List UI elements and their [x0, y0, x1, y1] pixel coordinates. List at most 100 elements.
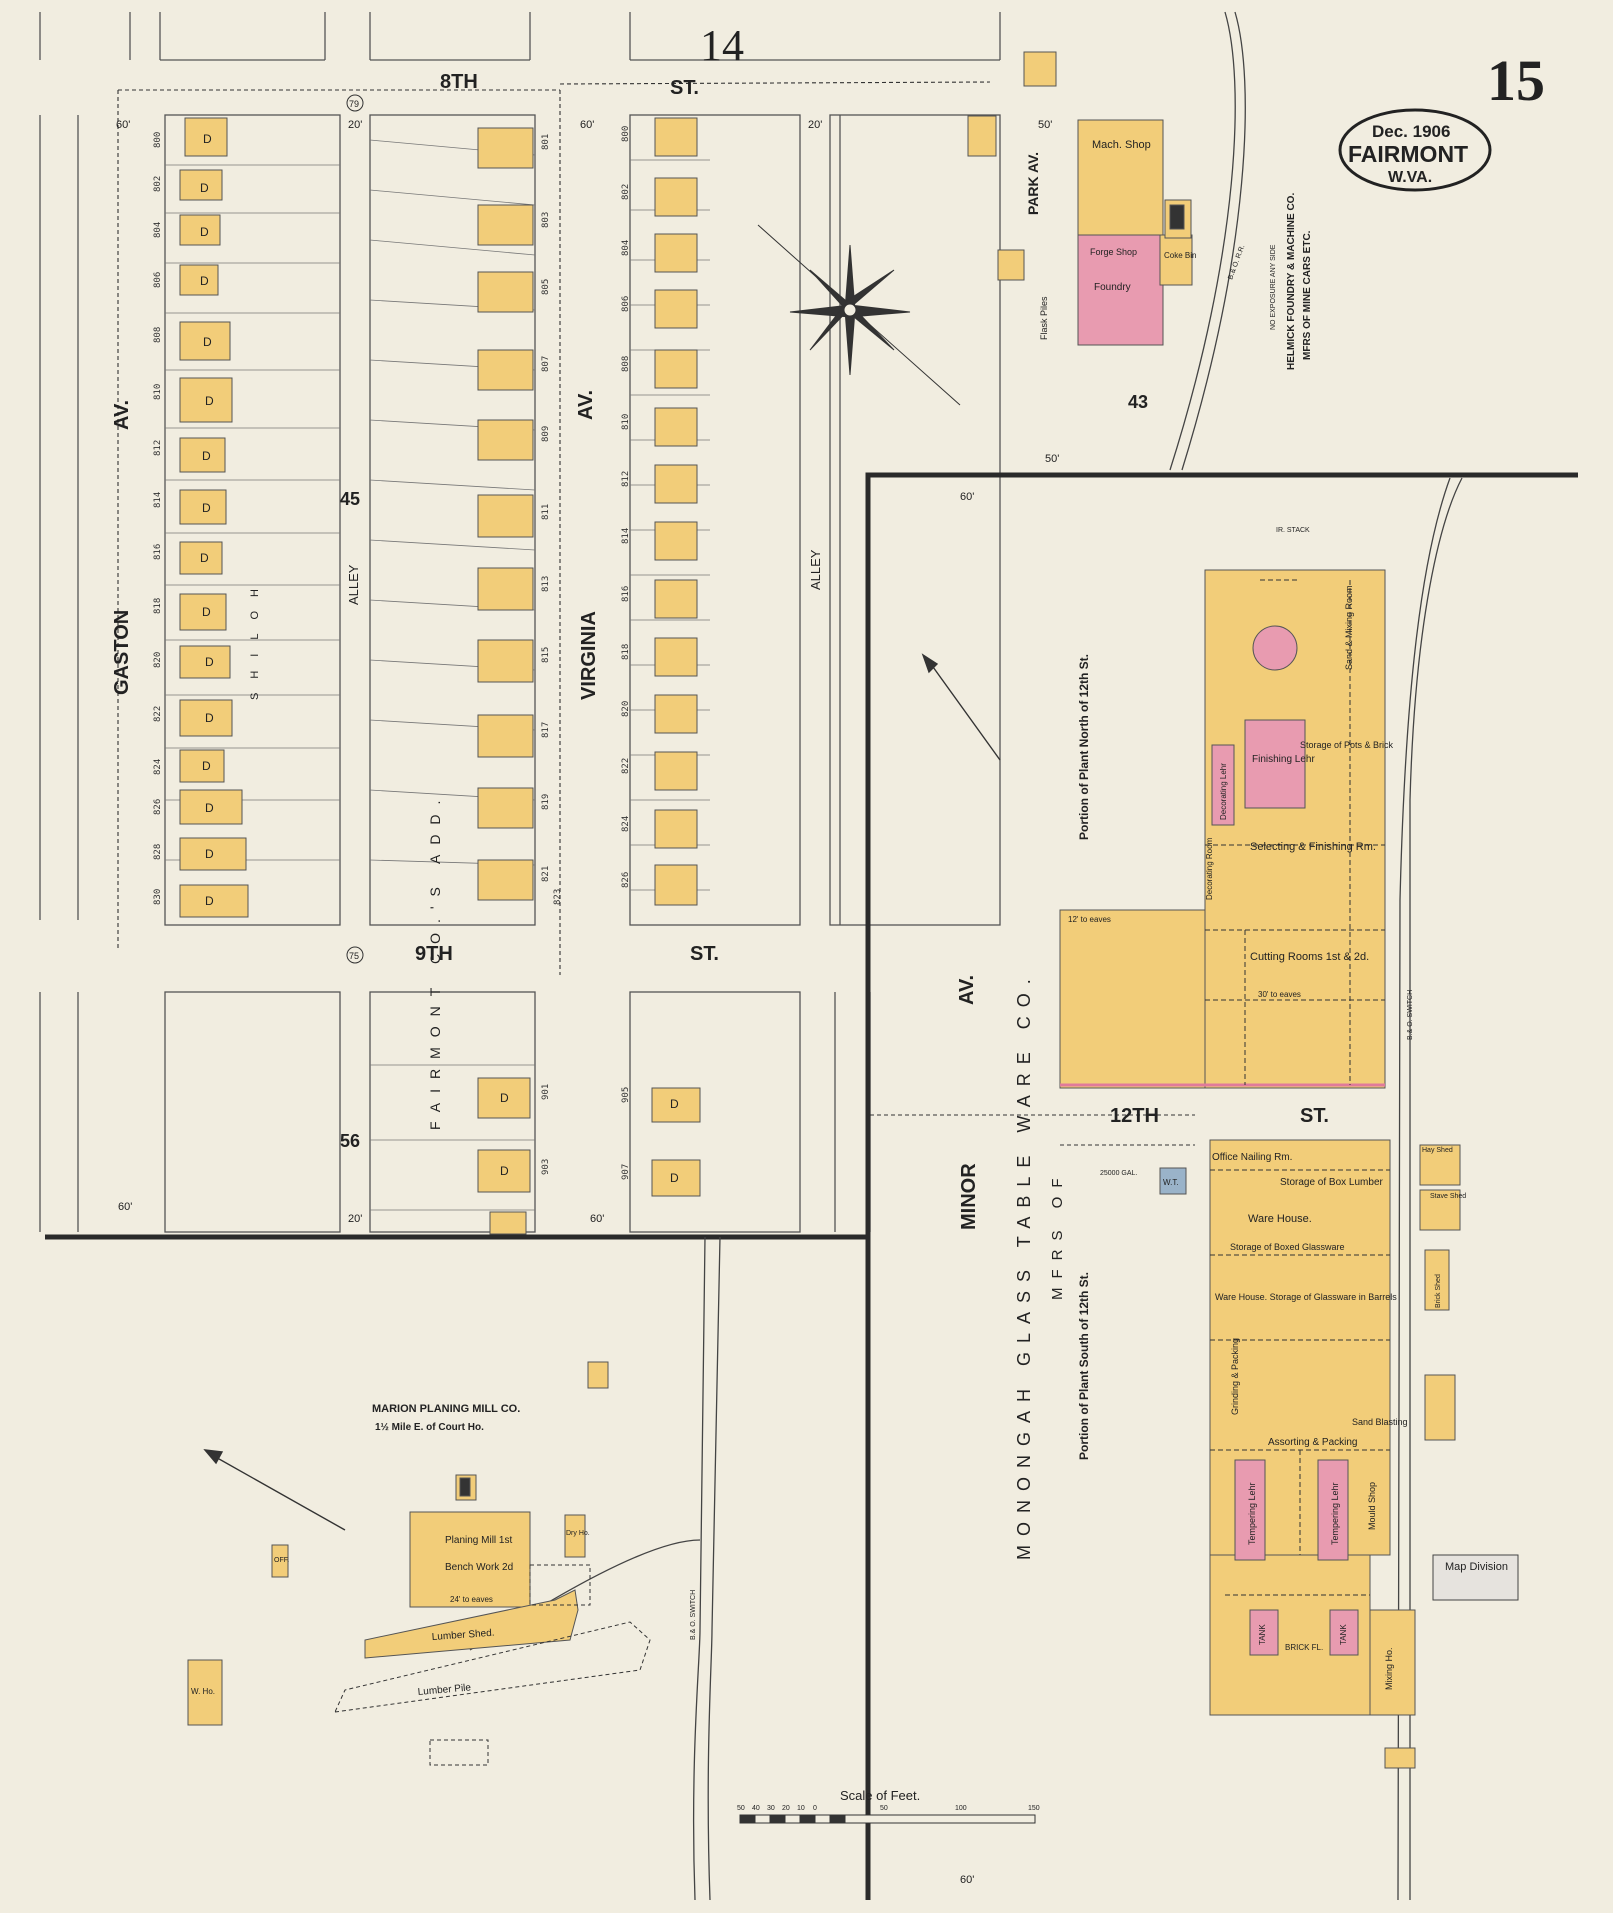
virginia-west-address-list: 801 803 805 807 809 811 813 815 817 819 … [541, 134, 563, 905]
tank-capacity-label: 25000 GAL. [1100, 1170, 1137, 1177]
shiloh-caption: SHILOH [249, 575, 261, 700]
address: 802 [621, 184, 631, 200]
marion-switch-label: B.& O. SWITCH [690, 1590, 697, 1640]
scale-bar [739, 1814, 1036, 1824]
alley-1: ALLEY [346, 564, 361, 605]
glass-company-line2: MFRS OF [1049, 1170, 1066, 1301]
dwelling [654, 521, 698, 561]
dwelling-mark: D [670, 1171, 679, 1185]
scale-tick: 150 [1028, 1805, 1040, 1812]
barrels-label: Ware House. Storage of Glassware in Barr… [1215, 1292, 1397, 1302]
dwelling-mark: D [202, 605, 211, 619]
dwelling [654, 407, 698, 447]
dwelling [477, 204, 534, 246]
address: 812 [621, 471, 631, 487]
width-label: 60' [116, 119, 130, 131]
dwelling-mark: D [500, 1164, 509, 1178]
address: 822 [621, 758, 631, 774]
address: 800 [621, 126, 631, 142]
mould-shop-label: Mould Shop [1367, 1482, 1377, 1530]
eaves-30-label: 30' to eaves [1258, 990, 1301, 999]
glass-company-name: MONONGAH GLASS TABLE WARE CO. [1014, 970, 1034, 1560]
dwelling [179, 837, 247, 871]
scale-title: Scale of Feet. [840, 1788, 920, 1803]
dwelling [654, 751, 698, 791]
railroad-tracks [469, 11, 1463, 1901]
address: 803 [541, 212, 551, 228]
dwelling-mark: D [200, 551, 209, 565]
eaves-12-label: 12' to eaves [1068, 915, 1111, 924]
dwelling [654, 117, 698, 157]
dwelling [179, 749, 225, 783]
glass-north-caption: Portion of Plant North of 12th St. [1077, 654, 1091, 840]
width-label: 20' [348, 1213, 362, 1225]
grinding-label: Grinding & Packing [1230, 1338, 1240, 1415]
scale-tick: 30 [767, 1805, 775, 1812]
dwelling-mark: D [205, 655, 214, 669]
dwelling [654, 349, 698, 389]
width-label: 60' [118, 1201, 132, 1213]
dwelling [651, 1159, 701, 1197]
dwelling [477, 127, 534, 169]
stamp-state: W.VA. [1388, 169, 1432, 186]
map-division-label-box [1432, 1554, 1519, 1601]
office-nailing-label: Office Nailing Rm. [1212, 1152, 1292, 1163]
dwelling-mark: D [200, 274, 209, 288]
dwelling-mark: D [202, 501, 211, 515]
scale-tick: 40 [752, 1805, 760, 1812]
dwelling-mark: D [205, 847, 214, 861]
address: 810 [621, 414, 631, 430]
gaston-dwellings [179, 117, 249, 918]
fire-plug-number: 79 [349, 99, 359, 109]
address: 802 [153, 176, 163, 192]
street-gaston-suffix: AV. [111, 400, 133, 430]
dwelling [477, 494, 534, 538]
stack-label: IR. STACK [1276, 527, 1310, 534]
dwelling [654, 864, 698, 906]
hay-shed-label: Hay Shed [1422, 1147, 1453, 1154]
marion-location: 1½ Mile E. of Court Ho. [375, 1422, 484, 1433]
address: 901 [541, 1084, 551, 1100]
virginia-west-dwellings [477, 127, 534, 901]
width-label: 60' [580, 119, 594, 131]
alley-2: ALLEY [808, 549, 823, 590]
address: 812 [153, 440, 163, 456]
date-stamp-oval [1338, 108, 1492, 192]
dwelling [179, 645, 231, 679]
address: 808 [621, 356, 631, 372]
flask-piles-label: Flask Piles [1039, 296, 1049, 340]
block-number-56: 56 [340, 1131, 360, 1151]
dwelling [477, 639, 534, 683]
address: 821 [541, 866, 551, 882]
address: 822 [153, 706, 163, 722]
street-9th: 9TH [415, 943, 453, 965]
foundry-label: Foundry [1094, 282, 1131, 293]
dwelling-mark: D [205, 894, 214, 908]
selecting-label: Selecting & Finishing Rm. [1250, 841, 1376, 853]
dwelling-mark: D [205, 801, 214, 815]
dwelling [651, 1087, 701, 1123]
dwelling [654, 233, 698, 273]
key-boundary-lines [45, 472, 1578, 1900]
width-label: 20' [348, 119, 362, 131]
dwelling [179, 169, 223, 201]
dwelling-markers: D D D D D D D D D D D D D D D D D D D D [200, 132, 679, 1185]
address: 816 [621, 586, 631, 602]
dwelling [654, 579, 698, 619]
address: 816 [153, 544, 163, 560]
map-division-label: Map Division [1445, 1561, 1508, 1573]
address: 823 [553, 889, 563, 905]
brick-floor-label: BRICK FL. [1285, 1643, 1323, 1652]
stamp-date: Dec. 1906 [1372, 122, 1450, 141]
scale-tick: 10 [797, 1805, 805, 1812]
south-address-list: 901 903 905 907 [541, 1084, 631, 1180]
address: 807 [541, 356, 551, 372]
dwelling [654, 637, 698, 677]
address: 810 [153, 384, 163, 400]
fire-plug-circle [346, 94, 364, 112]
tempering-lehr-1-label: Tempering Lehr [1247, 1482, 1257, 1545]
decorating-room-label: Decorating Room [1205, 837, 1214, 900]
address: 801 [541, 134, 551, 150]
address: 809 [541, 426, 551, 442]
gaston-address-list: 800 802 804 806 808 810 812 814 816 818 … [153, 132, 163, 905]
